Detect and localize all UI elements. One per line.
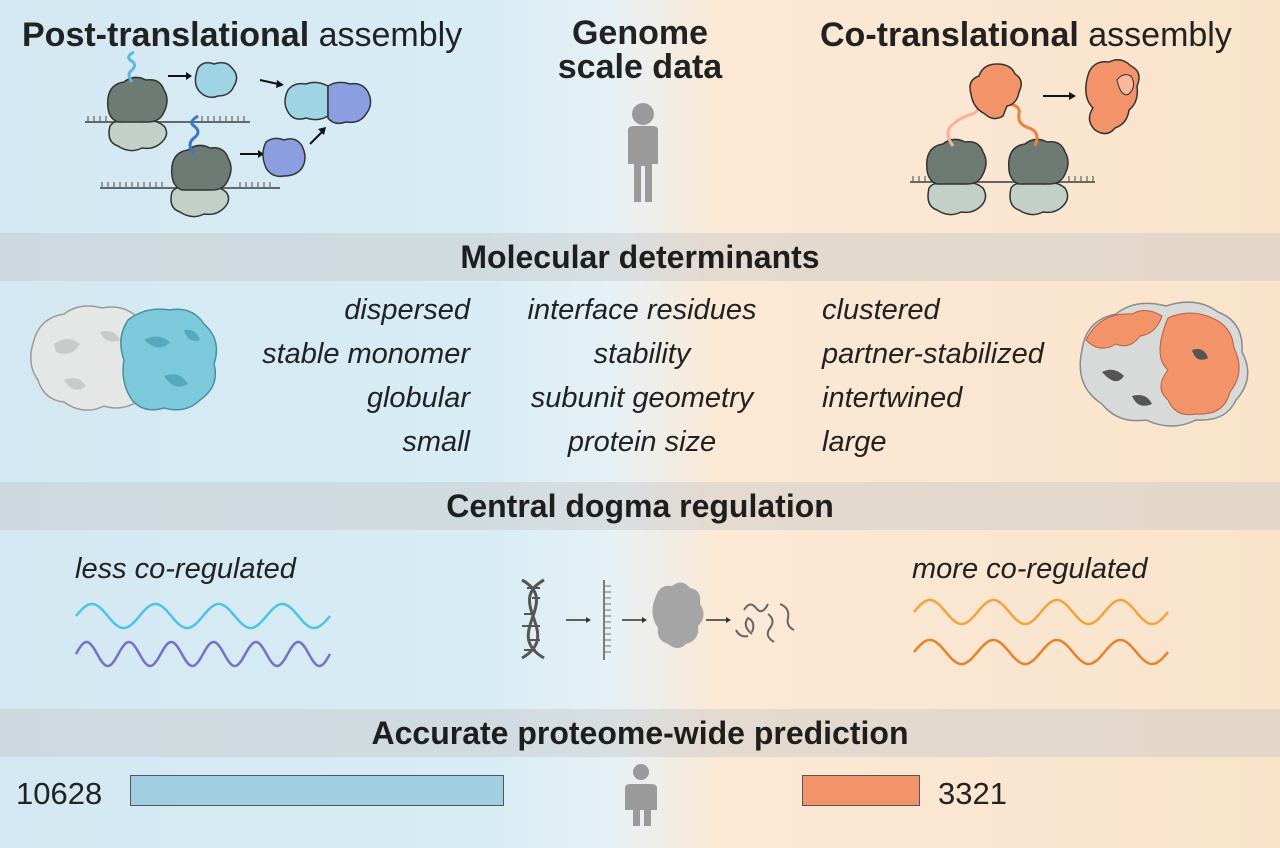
arrow-lower-2	[309, 127, 326, 145]
complex-subunit-blue	[284, 81, 329, 121]
post-count-bar	[130, 775, 504, 806]
more-coregulated-label: more co-regulated	[912, 553, 1148, 585]
co-assembled-complex	[1085, 59, 1140, 135]
monomer-blue	[194, 61, 238, 99]
section-band-molecular: Molecular determinants	[0, 233, 1280, 281]
less-coregulated-waves	[74, 602, 332, 668]
co-nascent-subunit	[969, 63, 1022, 120]
nascent-chain-lower	[188, 114, 200, 155]
translation-arrow	[622, 617, 647, 623]
co-translational-title: Co-translational assembly	[820, 16, 1232, 54]
degraded-peptides-icon	[735, 603, 795, 643]
wave-cyan	[75, 602, 331, 630]
determinant-co-4: large	[822, 426, 887, 458]
determinant-feature-4: protein size	[567, 426, 717, 458]
determinant-feature-1: interface residues	[527, 294, 757, 326]
co-title-bold: Co-translational	[820, 16, 1079, 54]
determinant-post-4: small	[402, 426, 470, 458]
co-translational-illustration	[910, 59, 1140, 216]
determinant-co-3: intertwined	[822, 382, 963, 414]
degradation-arrow	[706, 617, 731, 623]
wave-orange-upper	[913, 598, 1169, 626]
section-title-dogma: Central dogma regulation	[446, 487, 834, 524]
determinant-feature-3: subunit geometry	[530, 382, 754, 414]
determinant-co-2: partner-stabilized	[822, 338, 1044, 370]
post-protein-structure	[30, 305, 218, 411]
nascent-chain-upper	[127, 50, 137, 83]
section-title-molecular: Molecular determinants	[460, 238, 820, 275]
arrow-upper-2	[259, 79, 284, 88]
central-dogma-diagram	[521, 578, 795, 660]
determinants-feature-column: interface residues stability subunit geo…	[500, 288, 784, 464]
co-count-bar	[801, 775, 920, 806]
post-title-rest: assembly	[309, 16, 463, 54]
determinant-co-1: clustered	[822, 294, 940, 326]
determinant-post-1: dispersed	[344, 294, 470, 326]
ribosome-co-right	[1007, 138, 1069, 216]
ribosome-co-left	[925, 138, 987, 216]
determinant-feature-2: stability	[593, 338, 691, 370]
post-title-bold: Post-translational	[22, 16, 310, 54]
wave-purple	[74, 640, 332, 668]
person-icon-small	[625, 764, 657, 826]
dna-icon	[521, 578, 545, 660]
section-title-prediction: Accurate proteome-wide prediction	[371, 714, 909, 751]
co-count-label: 3321	[938, 776, 1007, 811]
genome-scale-title: Genome scale data	[520, 16, 760, 84]
genome-title-line2: scale data	[557, 48, 723, 86]
nascent-chain-co-dark	[1004, 102, 1039, 147]
less-coregulated-label: less co-regulated	[75, 553, 296, 585]
arrow-upper-1	[168, 72, 192, 80]
complex-subunit-purple	[327, 81, 372, 125]
mrna-strand-upper	[85, 116, 250, 123]
genome-title-line1: Genome	[571, 14, 709, 52]
ribosome-upper	[106, 76, 168, 152]
more-coregulated-waves	[913, 598, 1169, 666]
transcription-arrow	[566, 617, 591, 623]
determinant-post-2: stable monomer	[262, 338, 470, 370]
section-band-prediction: Accurate proteome-wide prediction	[0, 709, 1280, 757]
ribosome-lower	[170, 144, 232, 218]
post-translational-illustration	[85, 50, 372, 218]
determinants-post-column: dispersed stable monomer globular small	[220, 288, 470, 464]
co-title-rest: assembly	[1078, 16, 1232, 54]
person-icon	[628, 103, 658, 202]
mrna-icon	[603, 580, 611, 660]
protein-icon	[652, 582, 704, 648]
determinants-co-column: clustered partner-stabilized intertwined…	[822, 288, 1072, 464]
co-complex-highlight	[1116, 74, 1135, 96]
arrow-co	[1043, 92, 1076, 100]
arrow-lower-1	[240, 150, 264, 158]
co-protein-structure	[1079, 301, 1249, 427]
post-count-label: 10628	[16, 776, 103, 811]
wave-orange-lower	[913, 638, 1169, 666]
monomer-purple	[262, 137, 306, 178]
post-translational-title: Post-translational assembly	[22, 16, 462, 54]
determinant-post-3: globular	[366, 382, 470, 414]
section-band-dogma: Central dogma regulation	[0, 482, 1280, 530]
